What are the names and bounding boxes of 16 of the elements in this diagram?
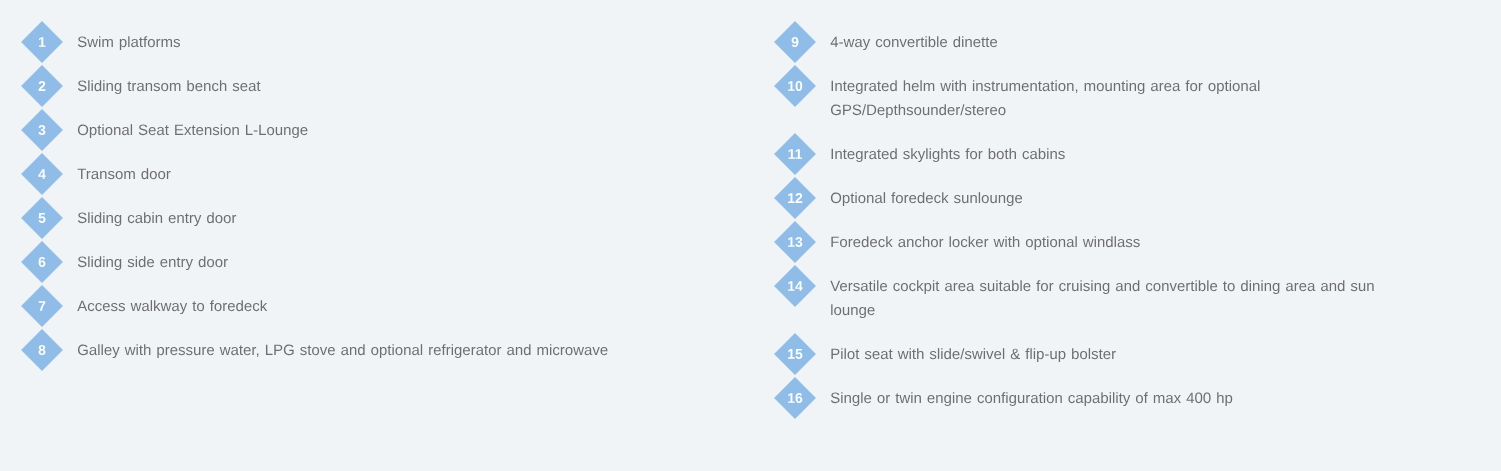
item-description: Integrated helm with instrumentation, mounting area for optional GPS/Depthsounder/stereo xyxy=(830,80,1260,119)
item-description: Galley with pressure water, LPG stove and optional refrigerator and microwave xyxy=(77,344,608,359)
item-description: Optional foredeck sunlounge xyxy=(830,192,1023,207)
item-description: Sliding transom bench seat xyxy=(77,80,261,95)
item-description: Sliding cabin entry door xyxy=(77,212,237,227)
item-description: Versatile cockpit area suitable for cruising and convertible to dining area and sun lounge xyxy=(830,280,1374,319)
item-description: Transom door xyxy=(77,168,171,180)
item-description: Single or twin engine configuration capability of max 400 hp xyxy=(830,392,1233,407)
item-description: Foredeck anchor locker with optional windlass xyxy=(831,236,1140,251)
item-description: Swim platforms xyxy=(77,36,180,51)
item-description: Pilot seat with slide/swivel & flip-up bolster xyxy=(831,348,1116,363)
item-description: Integrated skylights for both cabins xyxy=(831,148,1065,163)
item-description: Access walkway to foredeck xyxy=(77,300,268,315)
item-description: Sliding side entry door xyxy=(77,256,228,271)
item-description: Optional Seat Extension L-Lounge xyxy=(77,124,308,139)
item-description: 4-way convertible dinette xyxy=(830,36,998,51)
